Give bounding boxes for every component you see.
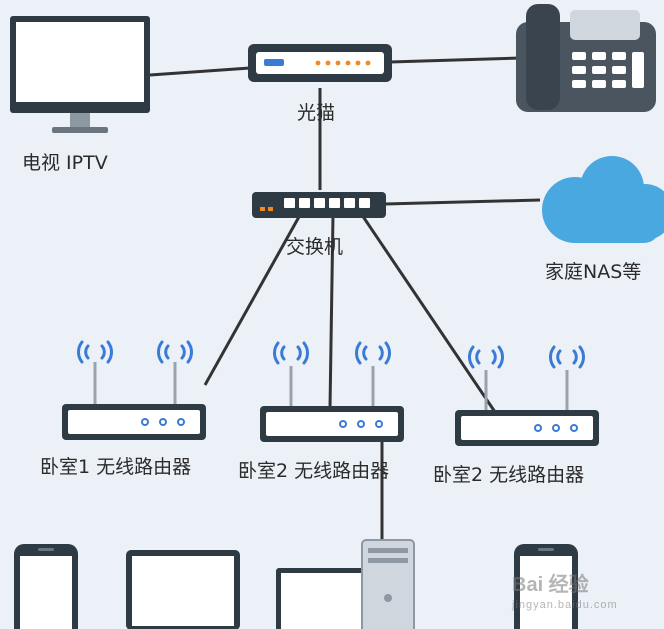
modem-icon bbox=[248, 44, 392, 82]
wifi-router-icon bbox=[62, 340, 599, 446]
monitor-icon bbox=[10, 16, 150, 133]
watermark-site: jingyan.baidu.com bbox=[512, 599, 618, 611]
router3-label: 卧室2 无线路由器 bbox=[433, 464, 585, 486]
connection-lines bbox=[149, 56, 541, 540]
tv-label: 电视 IPTV bbox=[22, 152, 108, 174]
line-switch-router2 bbox=[328, 214, 335, 409]
line-modem-phone bbox=[389, 56, 521, 64]
baidu-watermark: Bai 经验 jingyan.baidu.com bbox=[512, 568, 618, 611]
router2-label: 卧室2 无线路由器 bbox=[238, 460, 390, 482]
switch-label: 交换机 bbox=[286, 236, 344, 258]
laptop-icon bbox=[126, 550, 240, 629]
line-tv-modem bbox=[149, 66, 251, 77]
cloud-icon bbox=[542, 156, 664, 243]
switch-icon bbox=[252, 192, 386, 218]
nas-label: 家庭NAS等 bbox=[545, 261, 642, 283]
watermark-brand: Bai 经验 bbox=[512, 574, 589, 596]
line-switch-router1 bbox=[203, 214, 302, 386]
router1-label: 卧室1 无线路由器 bbox=[40, 456, 192, 478]
desktop-icon bbox=[276, 539, 415, 629]
line-switch-router3 bbox=[360, 214, 497, 413]
telephone-icon bbox=[516, 4, 656, 112]
phone-icon bbox=[514, 544, 578, 629]
modem-label: 光猫 bbox=[297, 102, 336, 124]
phone-icon bbox=[14, 544, 78, 629]
line-switch-nas bbox=[384, 198, 541, 206]
